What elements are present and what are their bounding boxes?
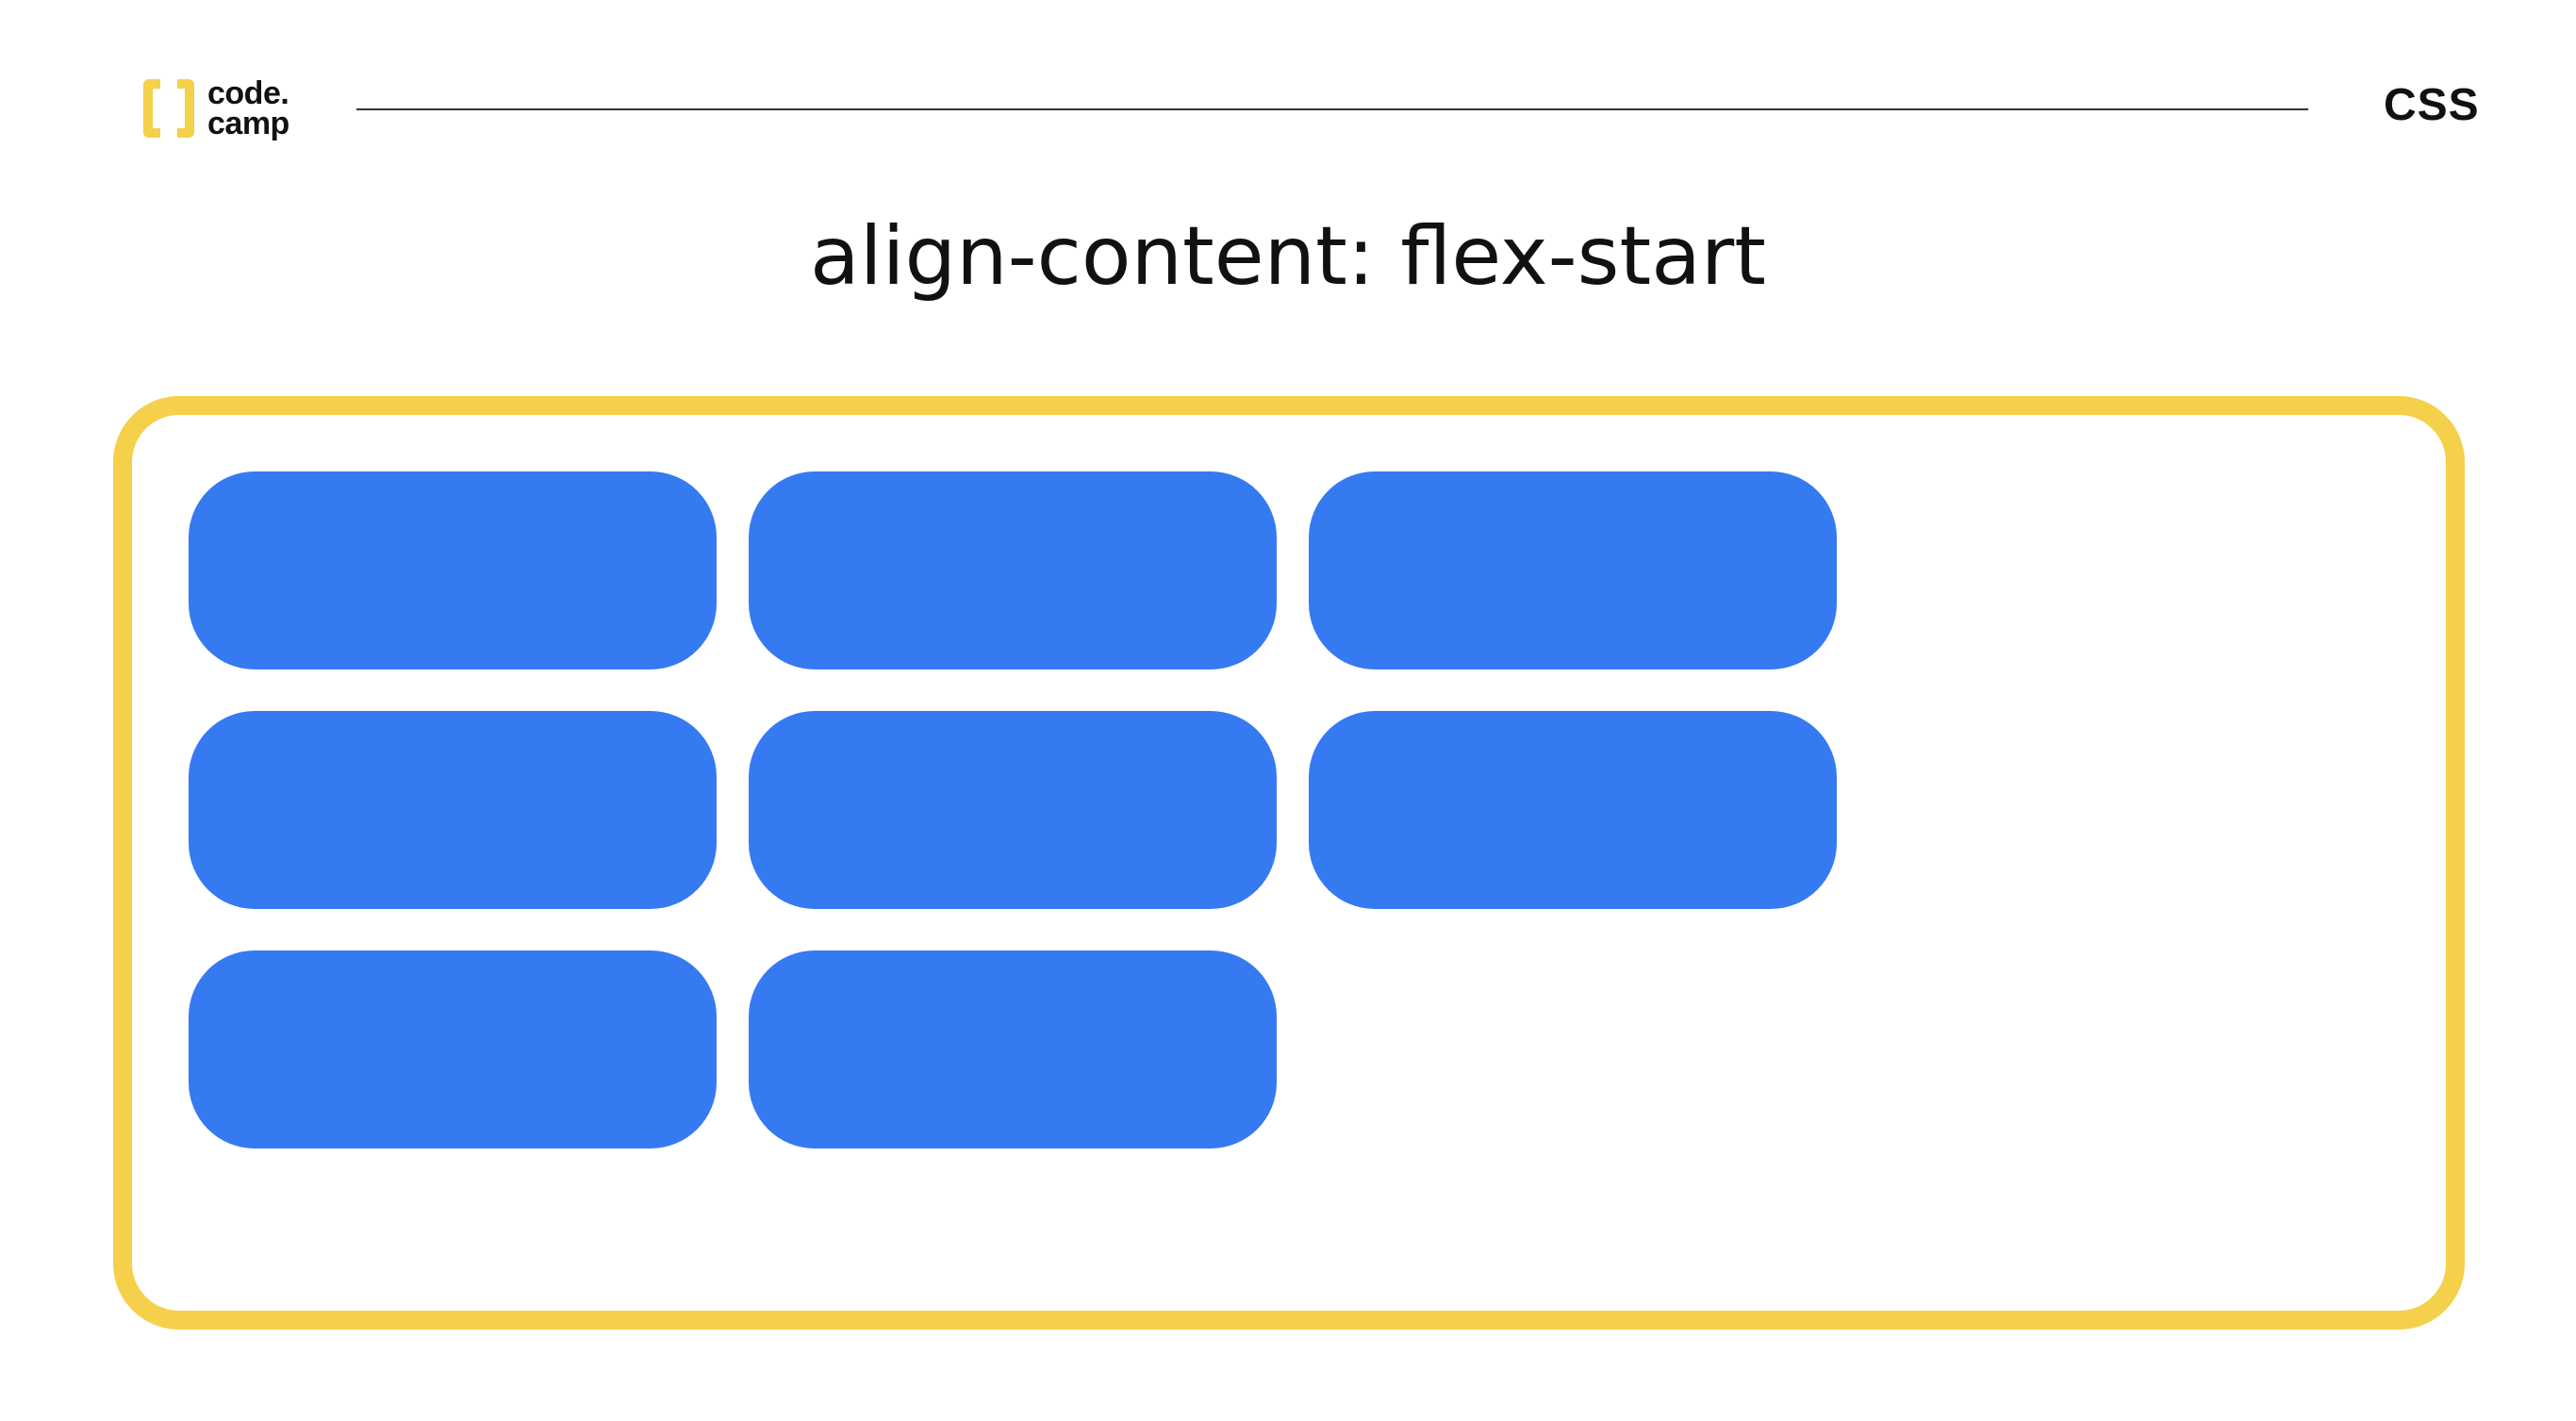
flex-item [749,471,1277,669]
flex-item [1309,471,1837,669]
left-bracket-icon [143,79,160,138]
flex-container-demo [113,396,2465,1330]
topic-label: CSS [2384,80,2480,130]
flex-item [749,950,1277,1148]
logo-text: code. camp [207,75,289,141]
slide-title: align-content: flex-start [810,209,1766,304]
flex-item [189,471,717,669]
flex-item [749,711,1277,909]
flex-item [1309,711,1837,909]
brackets-icon [143,79,194,138]
flex-item [189,711,717,909]
logo-line-2: camp [207,106,289,141]
logo-line-1: code. [207,75,289,111]
right-bracket-icon [177,79,194,138]
codecamp-logo: code. camp [143,75,289,141]
flex-item [189,950,717,1148]
header-divider [356,108,2308,110]
